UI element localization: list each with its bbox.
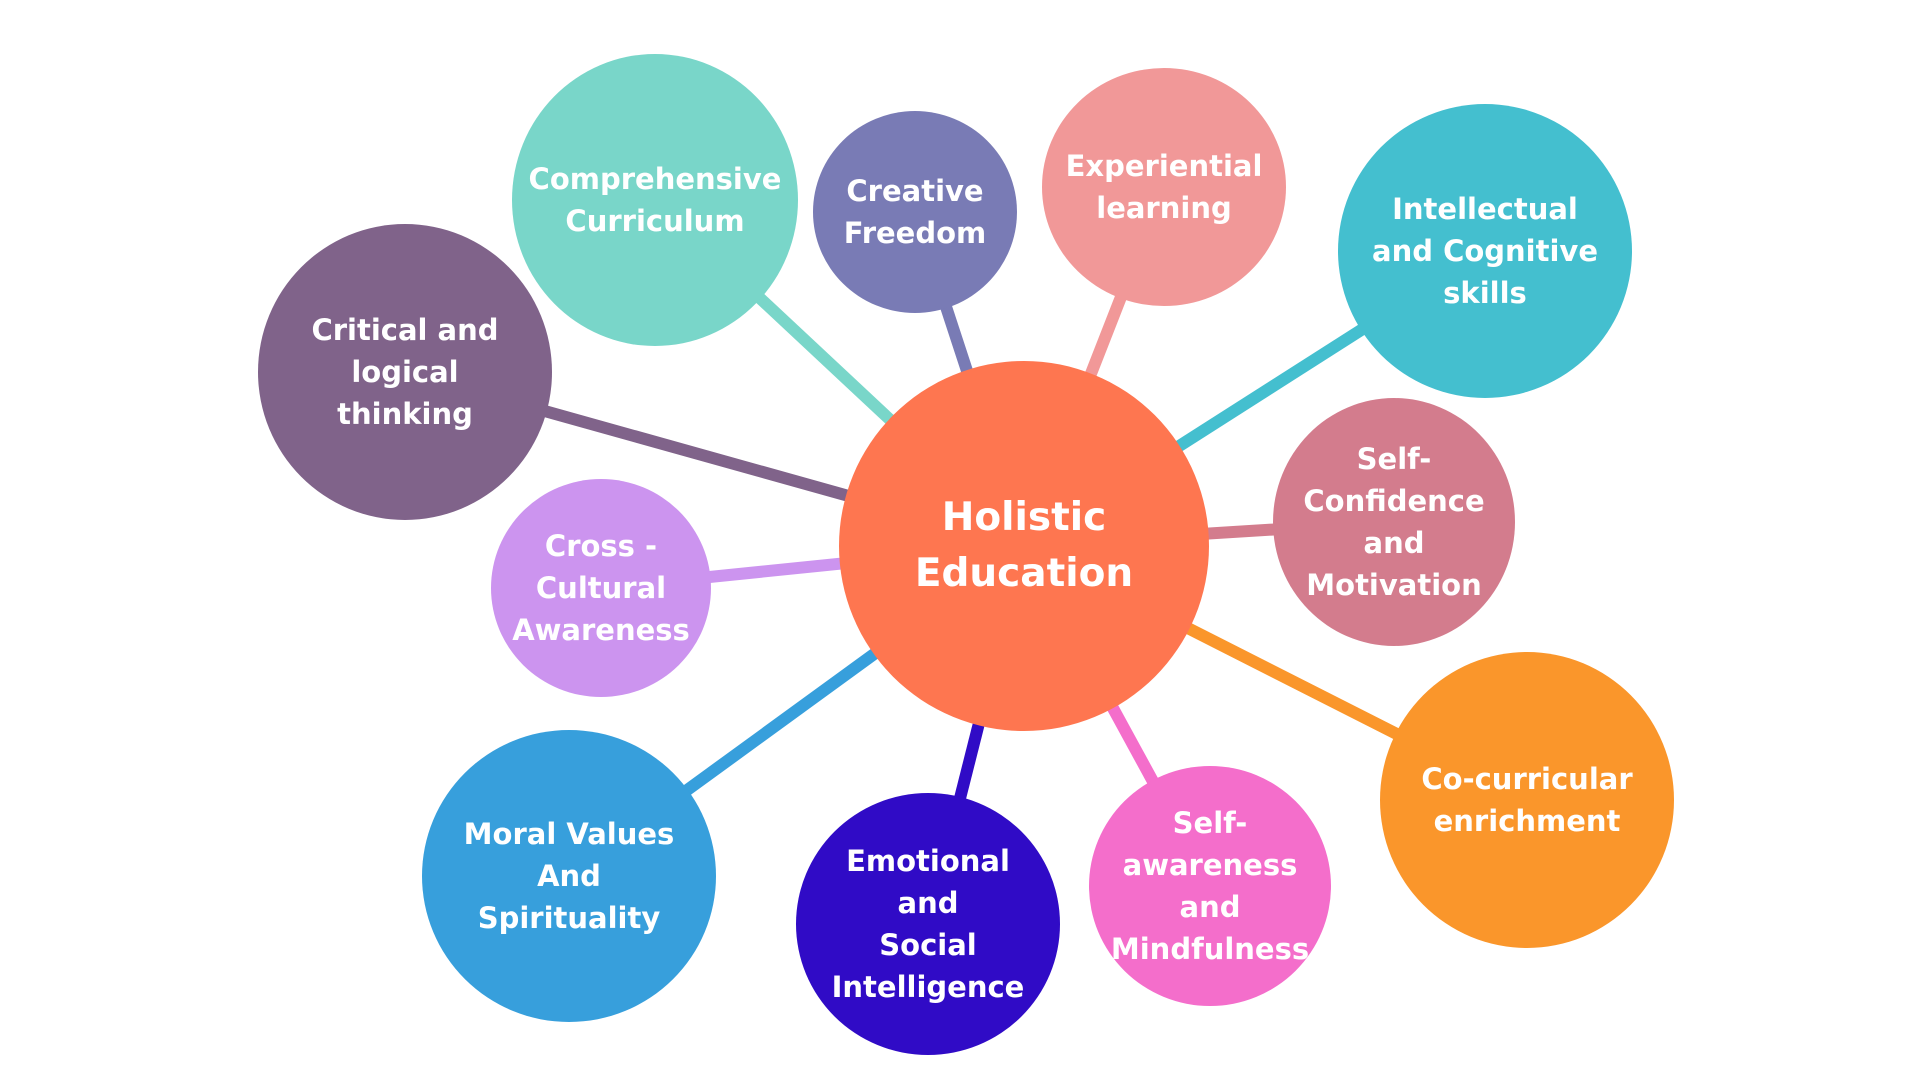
node-label: Intellectual and Cognitive skills (1372, 192, 1598, 310)
node-label: Emotional and Social Intelligence (831, 844, 1025, 1004)
node-co-curricular: Co-curricular enrichment (1380, 652, 1674, 948)
node-label: Self- Confidence and Motivation (1303, 442, 1485, 602)
node-self-awareness: Self- awareness and Mindfulness (1089, 766, 1331, 1006)
node-label: Self- awareness and Mindfulness (1110, 806, 1310, 966)
node-moral-values: Moral Values And Spirituality (422, 730, 716, 1022)
node-creative-freedom: Creative Freedom (813, 111, 1017, 313)
node-label: Comprehensive Curriculum (528, 162, 782, 238)
node-label: Critical and logical thinking (311, 313, 499, 431)
node-experiential-learning: Experiential learning (1042, 68, 1286, 306)
center-node-holistic-education: Holistic Education (839, 361, 1209, 731)
node-critical-logical: Critical and logical thinking (258, 224, 552, 520)
center-node-label: Holistic Education (914, 495, 1134, 596)
node-label: Experiential learning (1065, 149, 1263, 225)
node-comprehensive-curriculum: Comprehensive Curriculum (512, 54, 798, 346)
node-label: Cross - Cultural Awareness (512, 529, 690, 647)
node-label: Creative Freedom (843, 174, 987, 250)
node-cross-cultural: Cross - Cultural Awareness (491, 479, 711, 697)
node-label: Moral Values And Spirituality (463, 817, 675, 935)
node-self-confidence: Self- Confidence and Motivation (1273, 398, 1515, 646)
node-label: Co-curricular enrichment (1421, 762, 1633, 838)
node-intellectual-cognitive: Intellectual and Cognitive skills (1338, 104, 1632, 398)
node-emotional-social: Emotional and Social Intelligence (796, 793, 1060, 1055)
